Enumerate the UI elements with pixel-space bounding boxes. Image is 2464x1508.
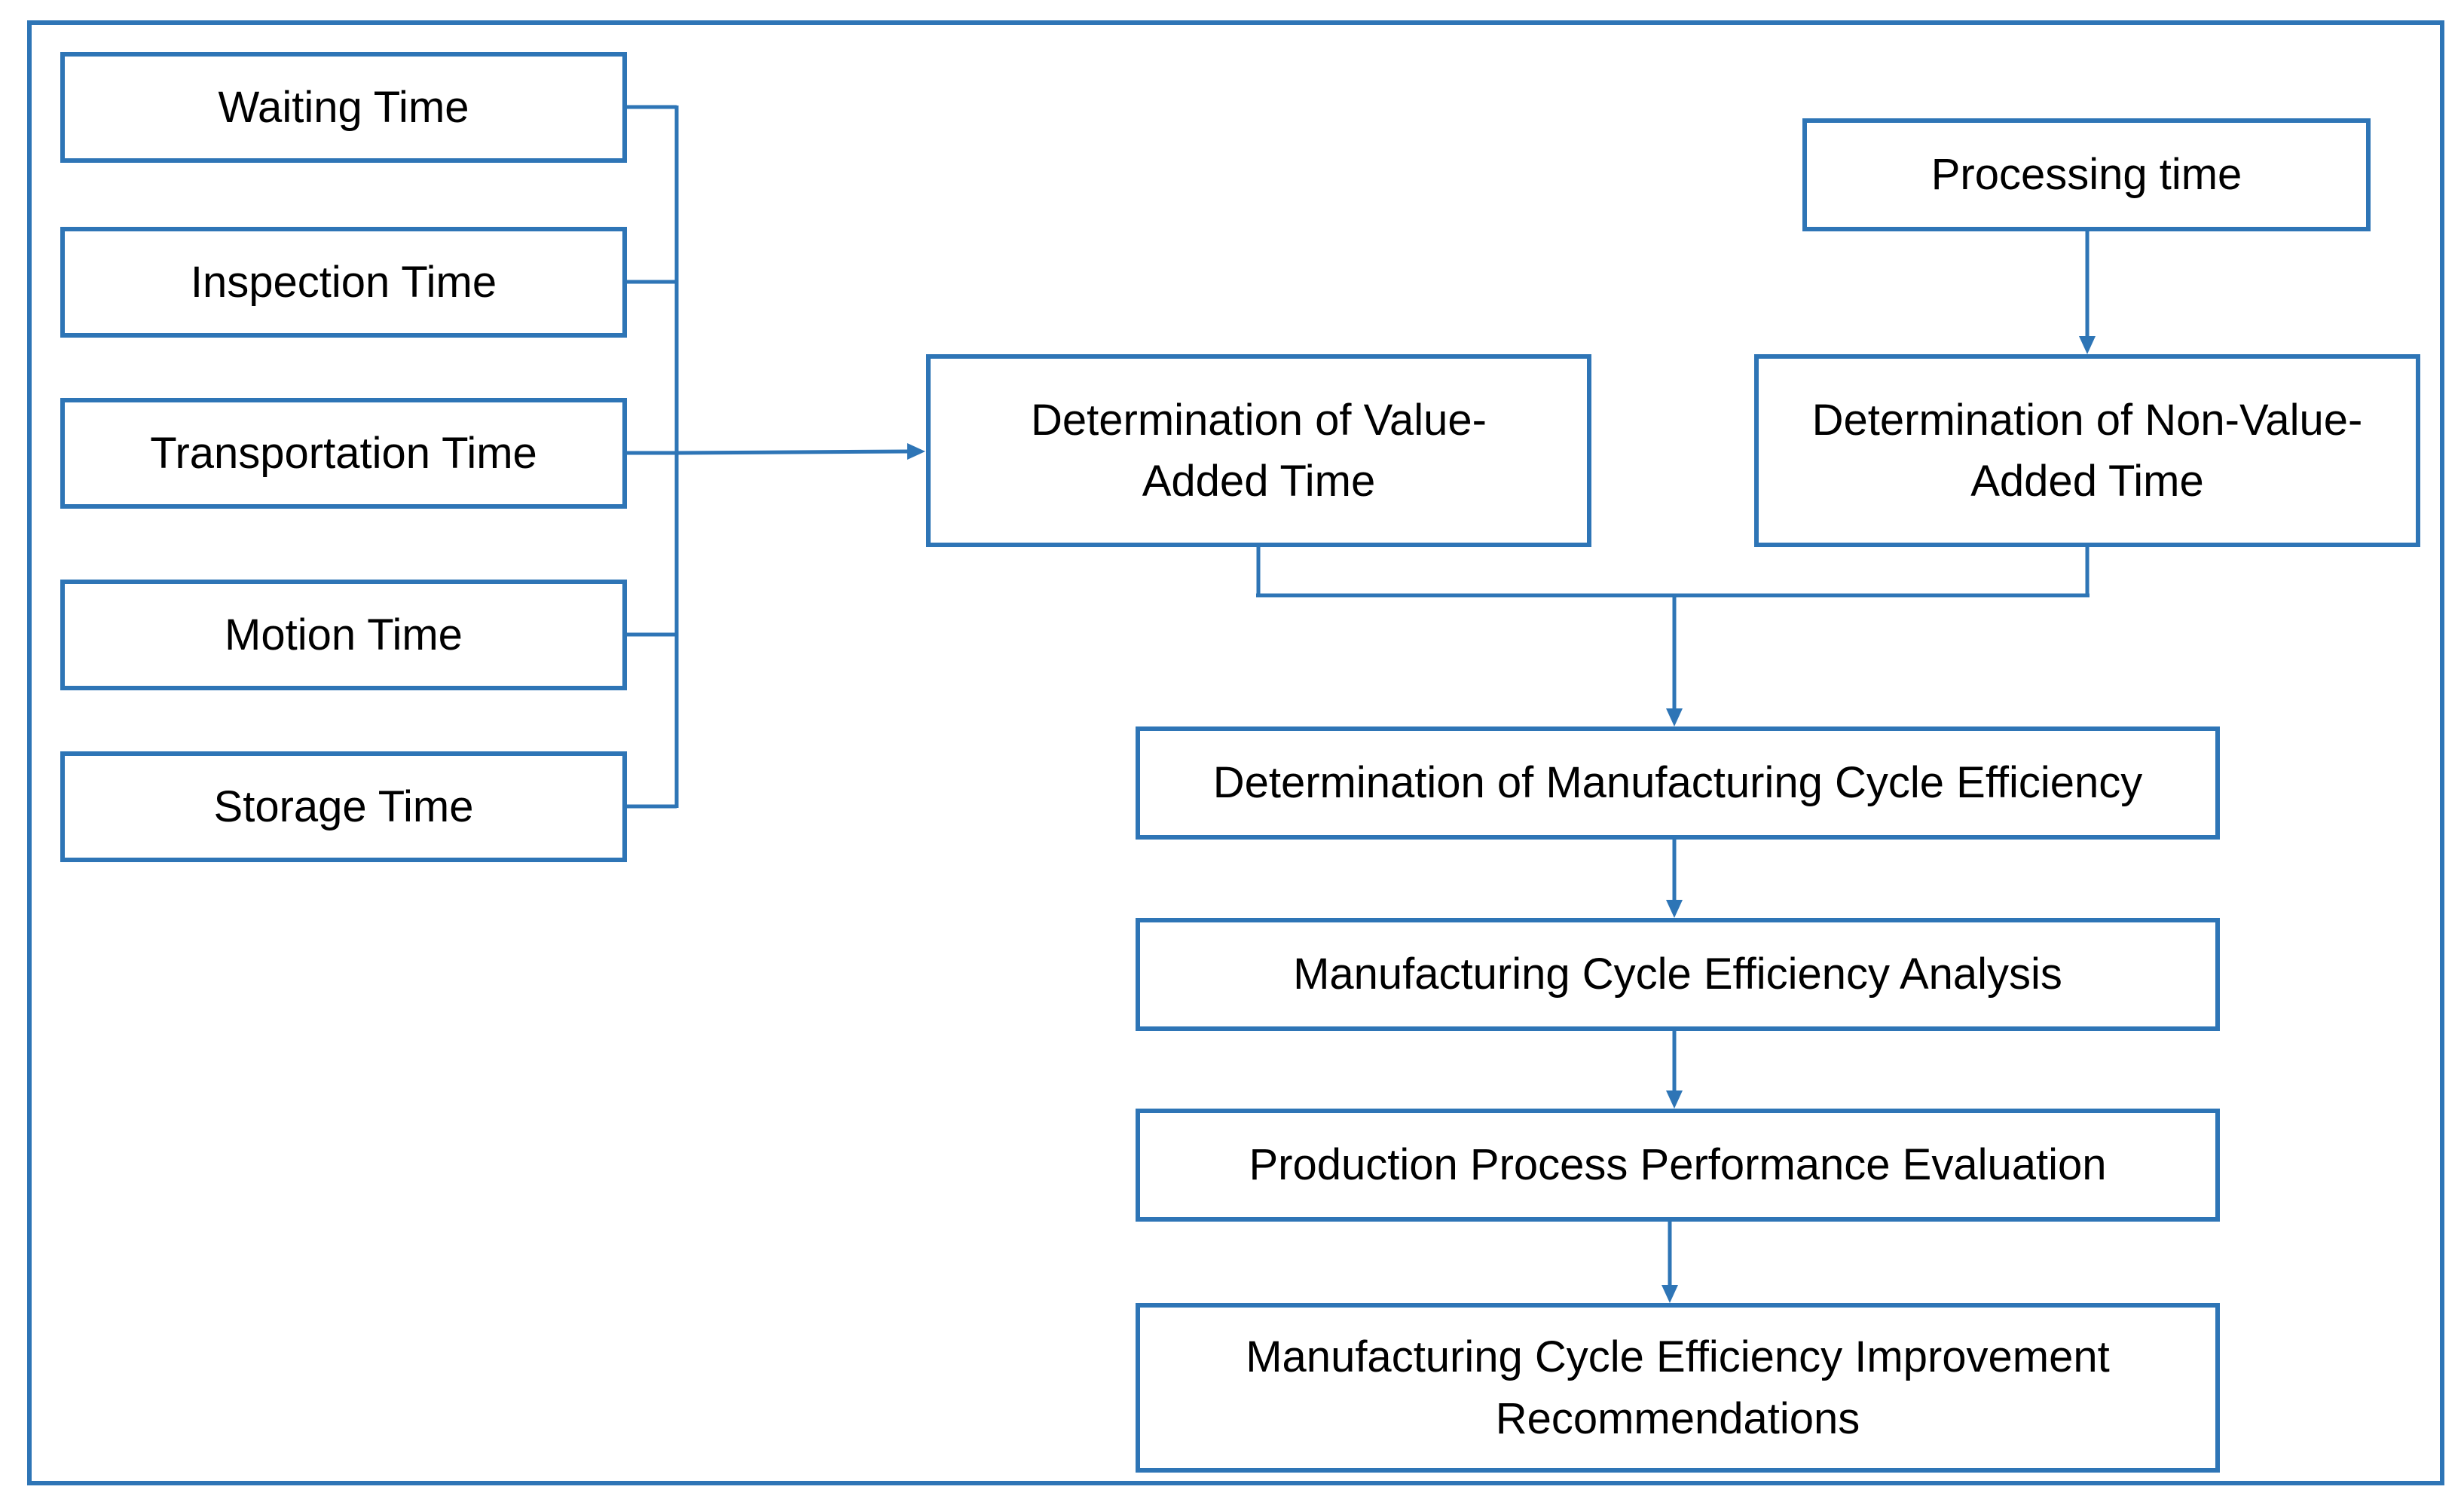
recommendations-line1: Manufacturing Cycle Efficiency Improveme… bbox=[1246, 1332, 2110, 1382]
mce-analysis-label: Manufacturing Cycle Efficiency Analysis bbox=[1293, 950, 2062, 999]
diagram-frame bbox=[27, 20, 2444, 1485]
motion-time-box: Motion Time bbox=[60, 580, 627, 690]
inspection-time-label: Inspection Time bbox=[190, 257, 497, 307]
non-value-added-time-box: Determination of Non-Value- Added Time bbox=[1754, 354, 2420, 547]
mce-analysis-box: Manufacturing Cycle Efficiency Analysis bbox=[1136, 918, 2220, 1031]
transportation-time-box: Transportation Time bbox=[60, 398, 627, 509]
storage-time-label: Storage Time bbox=[213, 782, 474, 831]
non-value-added-line2: Added Time bbox=[1970, 457, 2204, 506]
mce-determination-label: Determination of Manufacturing Cycle Eff… bbox=[1212, 758, 2143, 808]
performance-evaluation-box: Production Process Performance Evaluatio… bbox=[1136, 1109, 2220, 1222]
motion-time-label: Motion Time bbox=[225, 610, 463, 659]
mce-determination-box: Determination of Manufacturing Cycle Eff… bbox=[1136, 726, 2220, 840]
inspection-time-box: Inspection Time bbox=[60, 227, 627, 338]
performance-evaluation-label: Production Process Performance Evaluatio… bbox=[1249, 1140, 2107, 1190]
processing-time-box: Processing time bbox=[1802, 118, 2371, 231]
non-value-added-line1: Determination of Non-Value- bbox=[1811, 395, 2363, 445]
value-added-line1: Determination of Value- bbox=[1030, 395, 1487, 445]
processing-time-label: Processing time bbox=[1931, 150, 2242, 200]
value-added-line2: Added Time bbox=[1142, 457, 1376, 506]
storage-time-box: Storage Time bbox=[60, 751, 627, 862]
waiting-time-label: Waiting Time bbox=[218, 82, 469, 132]
waiting-time-box: Waiting Time bbox=[60, 52, 627, 163]
recommendations-box: Manufacturing Cycle Efficiency Improveme… bbox=[1136, 1303, 2220, 1473]
value-added-time-text: Determination of Value- Added Time bbox=[1031, 390, 1487, 512]
transportation-time-label: Transportation Time bbox=[150, 428, 537, 478]
recommendations-line2: Recommendations bbox=[1495, 1393, 1860, 1443]
recommendations-text: Manufacturing Cycle Efficiency Improveme… bbox=[1246, 1326, 2110, 1448]
value-added-time-box: Determination of Value- Added Time bbox=[926, 354, 1591, 547]
non-value-added-time-text: Determination of Non-Value- Added Time bbox=[1812, 390, 2363, 512]
